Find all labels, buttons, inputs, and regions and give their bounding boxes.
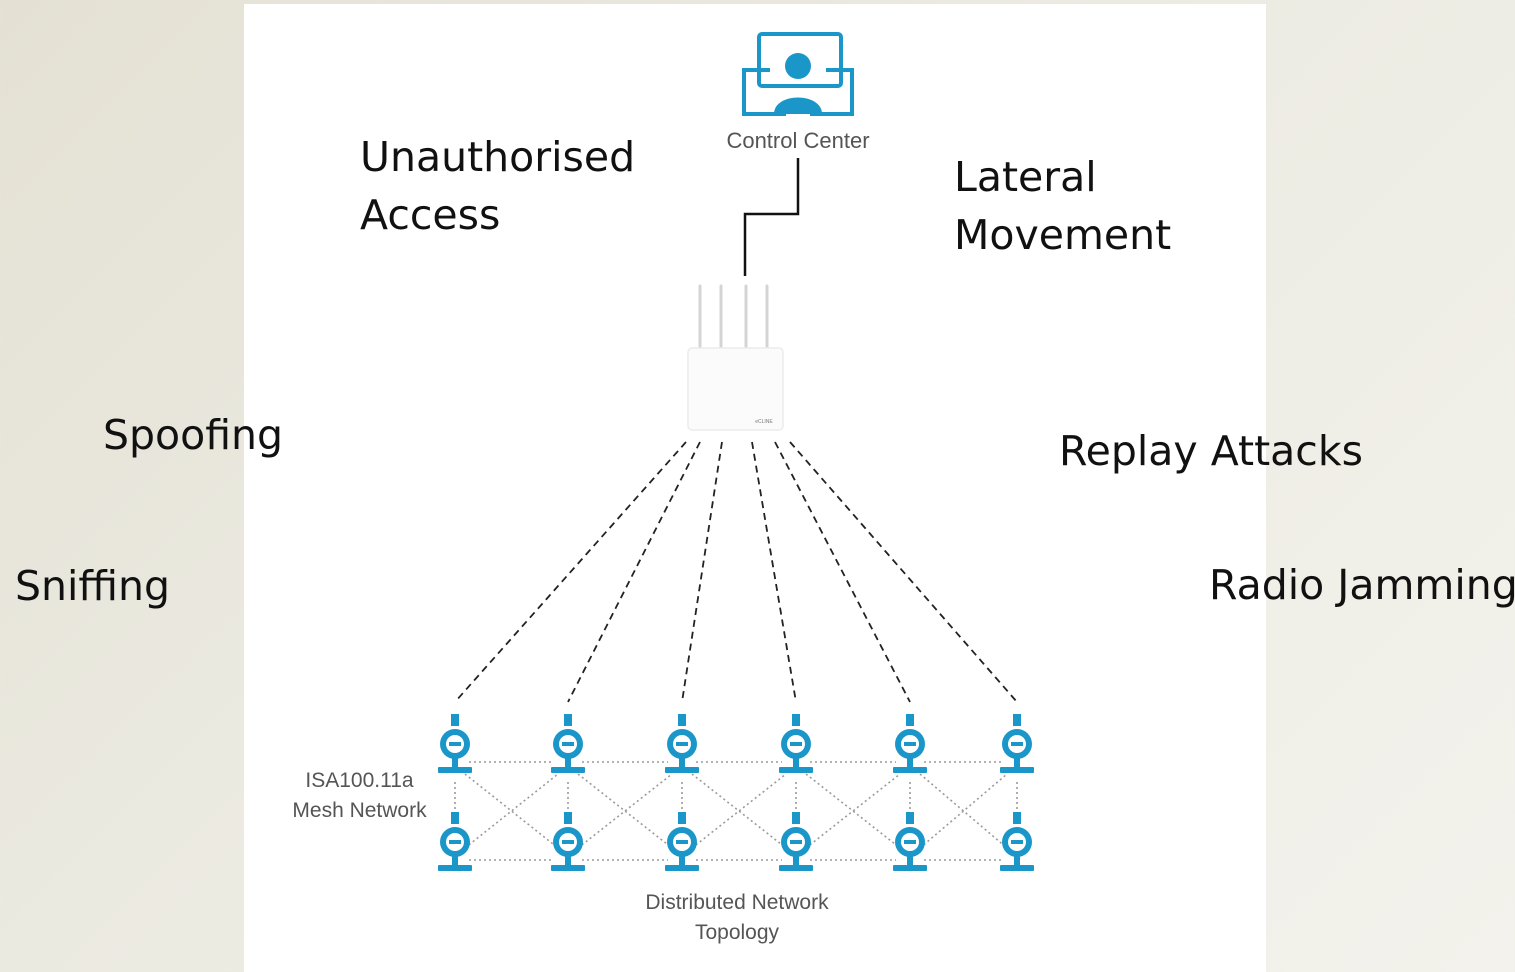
mesh-network-label: ISA100.11a Mesh Network: [292, 769, 427, 822]
mesh-link: [919, 773, 1008, 849]
radio-link: [789, 441, 1018, 703]
sensor-node-icon: [665, 714, 699, 773]
control-center-icon: [742, 32, 854, 116]
radio-link: [751, 441, 797, 703]
sensor-node-icon: [438, 714, 472, 773]
threat-sniffing: Sniffing: [15, 562, 171, 610]
sensor-node-icon: [1000, 714, 1034, 773]
control-center-label: Control Center: [726, 128, 869, 153]
threat-lateral-movement: Lateral Movement: [954, 153, 1172, 259]
sensor-node-icon: [665, 812, 699, 871]
radio-link: [567, 441, 701, 703]
radio-links: [454, 441, 1018, 703]
radio-link: [681, 441, 723, 703]
sensor-node-icon: [893, 812, 927, 871]
mesh-link: [919, 773, 1008, 849]
sensor-node-icon: [551, 812, 585, 871]
sensor-node-icon: [1000, 812, 1034, 871]
threat-spoofing: Spoofing: [103, 411, 284, 459]
radio-link: [454, 441, 687, 703]
mesh-links: [454, 761, 1018, 861]
radio-link: [774, 441, 911, 703]
sensor-node-icon: [438, 812, 472, 871]
threat-unauthorised-access: Unauthorised Access: [360, 133, 636, 239]
sensor-node-icon: [779, 714, 813, 773]
sensor-node-icon: [551, 714, 585, 773]
uplink-line: [743, 158, 800, 276]
threat-replay-attacks: Replay Attacks: [1059, 427, 1363, 475]
topology-label: Distributed Network Topology: [645, 891, 829, 944]
sensor-nodes: [438, 714, 1034, 871]
diagram-panel: [244, 4, 1266, 972]
gateway-router-icon: eCLINE: [687, 284, 784, 431]
sensor-node-icon: [779, 812, 813, 871]
sensor-node-icon: [893, 714, 927, 773]
threat-radio-jamming: Radio Jamming: [1209, 561, 1515, 609]
gateway-brand-label: eCLINE: [755, 419, 773, 425]
